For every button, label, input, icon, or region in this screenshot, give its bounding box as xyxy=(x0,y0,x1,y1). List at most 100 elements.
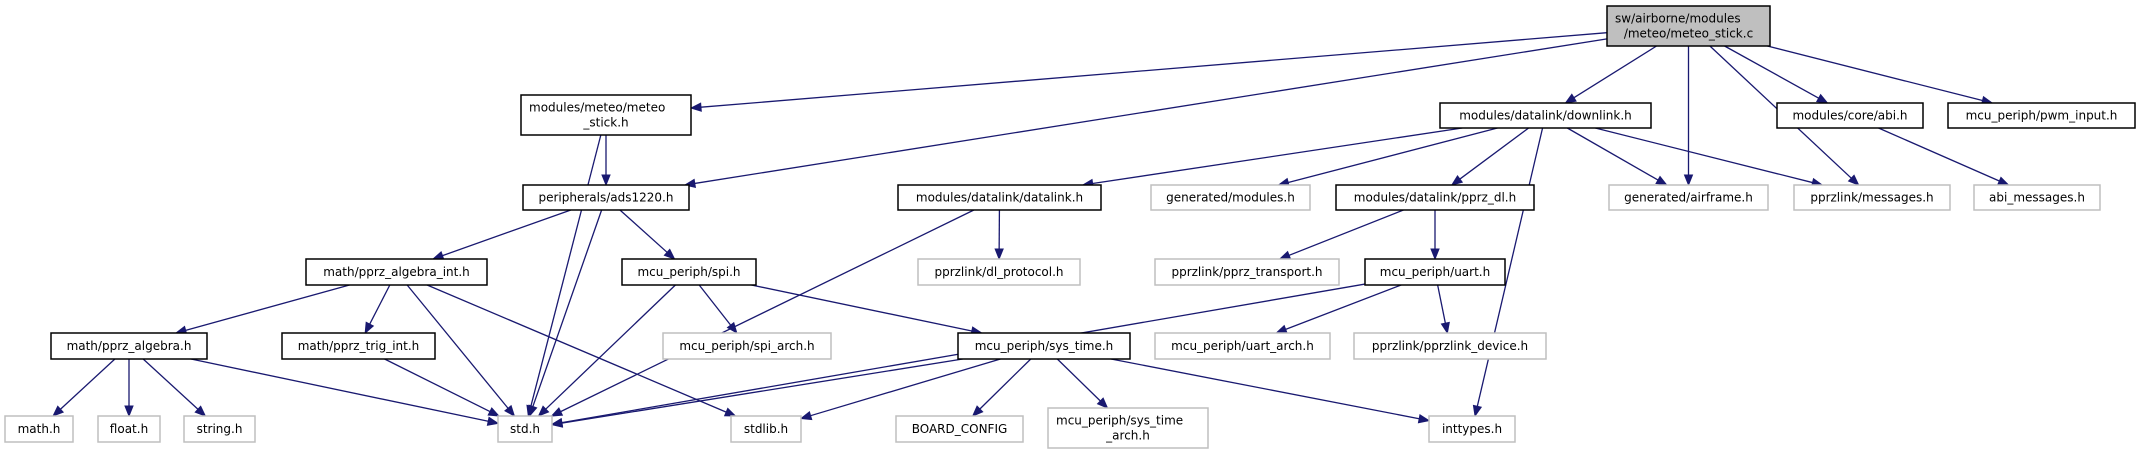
edge-pprz-trig-int-to-std-h xyxy=(384,358,501,417)
node-label: stdlib.h xyxy=(744,422,788,436)
edge-datalink-to-dl-protocol xyxy=(994,209,1004,261)
node-root[interactable]: sw/airborne/modules/meteo/meteo_stick.c xyxy=(1606,5,1771,47)
arrowhead-icon xyxy=(1815,93,1829,104)
node-box xyxy=(1973,184,2101,211)
node-abi[interactable]: modules/core/abi.h xyxy=(1776,102,1924,129)
node-datalink[interactable]: modules/datalink/datalink.h xyxy=(897,184,1102,211)
node-std-h: std.h xyxy=(497,415,553,443)
node-box xyxy=(1608,184,1769,211)
node-box xyxy=(1154,258,1340,286)
arrowhead-icon xyxy=(1275,324,1288,334)
node-box xyxy=(1793,184,1951,211)
node-abi-messages: abi_messages.h xyxy=(1973,184,2101,211)
arrowhead-icon xyxy=(504,404,516,418)
node-box xyxy=(497,415,553,443)
arrowhead-icon xyxy=(663,248,676,260)
node-pprz-dl[interactable]: modules/datalink/pprz_dl.h xyxy=(1335,184,1535,211)
node-box xyxy=(1439,102,1652,129)
node-box xyxy=(50,332,208,360)
node-label: math.h xyxy=(18,422,61,436)
node-label: _arch.h xyxy=(1105,429,1150,443)
node-downlink[interactable]: modules/datalink/downlink.h xyxy=(1439,102,1652,129)
arrowhead-icon xyxy=(799,411,813,421)
edge-spi-to-std-h xyxy=(537,284,676,417)
node-box xyxy=(183,415,256,443)
node-label: math/pprz_trig_int.h xyxy=(298,339,420,353)
nodes-layer: sw/airborne/modules/meteo/meteo_stick.cm… xyxy=(4,5,2136,449)
edge-uart-to-uart-arch xyxy=(1275,284,1402,334)
edge-ads1220-to-pprz-algebra-int xyxy=(431,209,572,260)
node-pprz-algebra-int[interactable]: math/pprz_algebra_int.h xyxy=(305,258,488,286)
edge-root-to-gen-airframe xyxy=(1683,46,1694,187)
edge-ads1220-to-std-h xyxy=(528,209,603,418)
edge-pprz-dl-to-pprz-transport xyxy=(1278,209,1404,260)
arrowhead-icon xyxy=(364,321,375,335)
edge-pprz-dl-to-uart xyxy=(1430,210,1440,261)
node-label: pprzlink/pprz_transport.h xyxy=(1171,265,1322,279)
edge-meteo-stick-h-to-ads1220 xyxy=(601,135,611,187)
node-ads1220[interactable]: peripherals/ads1220.h xyxy=(522,184,690,211)
node-box xyxy=(957,332,1131,360)
edge-uart-to-pprzlink-device xyxy=(1436,284,1450,335)
arrowhead-icon xyxy=(486,416,500,426)
node-meteo-stick-h[interactable]: modules/meteo/meteo_stick.h xyxy=(520,94,692,136)
node-label: modules/core/abi.h xyxy=(1792,109,1907,123)
arrowhead-icon xyxy=(726,321,738,335)
node-pprz-trig-int[interactable]: math/pprz_trig_int.h xyxy=(281,332,436,360)
arrowhead-icon xyxy=(1683,174,1694,187)
node-uart-arch: mcu_periph/uart_arch.h xyxy=(1154,332,1331,360)
node-label: abi_messages.h xyxy=(1989,191,2085,205)
edge-meteo-stick-h-to-std-h xyxy=(526,134,602,418)
arrowhead-icon xyxy=(689,102,702,112)
node-pprz-transport: pprzlink/pprz_transport.h xyxy=(1154,258,1340,286)
node-dl-protocol: pprzlink/dl_protocol.h xyxy=(917,258,1081,286)
node-box xyxy=(281,332,436,360)
node-pwm-input[interactable]: mcu_periph/pwm_input.h xyxy=(1947,102,2136,129)
edge-pprz-algebra-int-to-stdlib-h xyxy=(426,284,737,417)
node-label: mcu_periph/uart.h xyxy=(1380,265,1490,279)
node-spi[interactable]: mcu_periph/spi.h xyxy=(621,258,757,286)
edge-downlink-to-pprz-dl xyxy=(1450,127,1530,186)
edge-pprz-algebra-int-to-pprz-trig-int xyxy=(364,284,391,335)
node-box xyxy=(305,258,488,286)
node-box xyxy=(917,258,1081,286)
node-box xyxy=(1947,102,2136,129)
edge-ads1220-to-spi xyxy=(619,209,676,260)
node-label: std.h xyxy=(510,422,540,436)
arrowhead-icon xyxy=(1996,176,2010,186)
node-stdlib-h: stdlib.h xyxy=(730,415,802,443)
node-label: peripherals/ads1220.h xyxy=(539,191,674,205)
arrowhead-icon xyxy=(1096,397,1109,409)
edge-pprz-algebra-int-to-std-h xyxy=(406,284,516,418)
node-box xyxy=(621,258,757,286)
node-uart[interactable]: mcu_periph/uart.h xyxy=(1364,258,1506,286)
node-box xyxy=(1606,5,1771,47)
node-label: pprzlink/dl_protocol.h xyxy=(934,265,1063,279)
node-pprz-algebra[interactable]: math/pprz_algebra.h xyxy=(50,332,208,360)
edge-pprz-algebra-to-string-h xyxy=(142,358,207,417)
arrowhead-icon xyxy=(1655,175,1668,186)
node-box xyxy=(1154,332,1331,360)
arrowhead-icon xyxy=(1440,321,1450,335)
arrowhead-icon xyxy=(1417,414,1431,424)
node-sys-time[interactable]: mcu_periph/sys_time.h xyxy=(957,332,1131,360)
node-label: pprzlink/pprzlink_device.h xyxy=(1372,339,1528,353)
node-label: sw/airborne/modules xyxy=(1615,12,1741,26)
arrowhead-icon xyxy=(528,404,538,418)
node-float-h: float.h xyxy=(97,415,161,443)
node-label: generated/airframe.h xyxy=(1624,191,1753,205)
node-inttypes-h: inttypes.h xyxy=(1428,415,1516,443)
node-label: modules/datalink/datalink.h xyxy=(916,191,1083,205)
edge-spi-to-sys-time xyxy=(751,284,983,336)
edge-sys-time-to-sys-time-arch xyxy=(1056,358,1109,409)
node-label: mcu_periph/spi_arch.h xyxy=(679,339,814,353)
edge-sys-time-to-inttypes-h xyxy=(1110,358,1431,424)
node-label: float.h xyxy=(110,422,148,436)
arrowhead-icon xyxy=(550,418,564,428)
node-spi-arch: mcu_periph/spi_arch.h xyxy=(662,332,832,360)
edge-sys-time-to-stdlib-h xyxy=(799,358,1001,421)
arrowhead-icon xyxy=(1564,93,1577,104)
node-string-h: string.h xyxy=(183,415,256,443)
arrowhead-icon xyxy=(1430,248,1440,261)
